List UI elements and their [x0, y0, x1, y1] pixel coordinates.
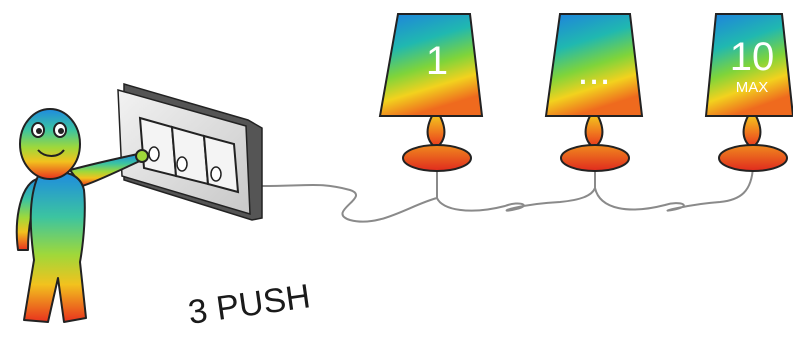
lamp-1[interactable]: 1 — [380, 14, 482, 171]
wire — [262, 166, 753, 222]
lamp-2-label: ... — [577, 49, 610, 93]
lamp-1-label: 1 — [426, 39, 448, 83]
lamp-3-label: 10 — [730, 35, 775, 79]
lamp-2[interactable]: ... — [546, 14, 642, 171]
push-count-label: 3 PUSH — [186, 277, 313, 332]
lamp-3[interactable]: 10 MAX — [706, 14, 793, 171]
rocker-switch-3[interactable] — [204, 136, 238, 192]
lamp-3-sublabel: MAX — [736, 79, 769, 96]
rocker-switch-2[interactable] — [172, 127, 208, 184]
rocker-switch-1[interactable] — [140, 118, 176, 176]
